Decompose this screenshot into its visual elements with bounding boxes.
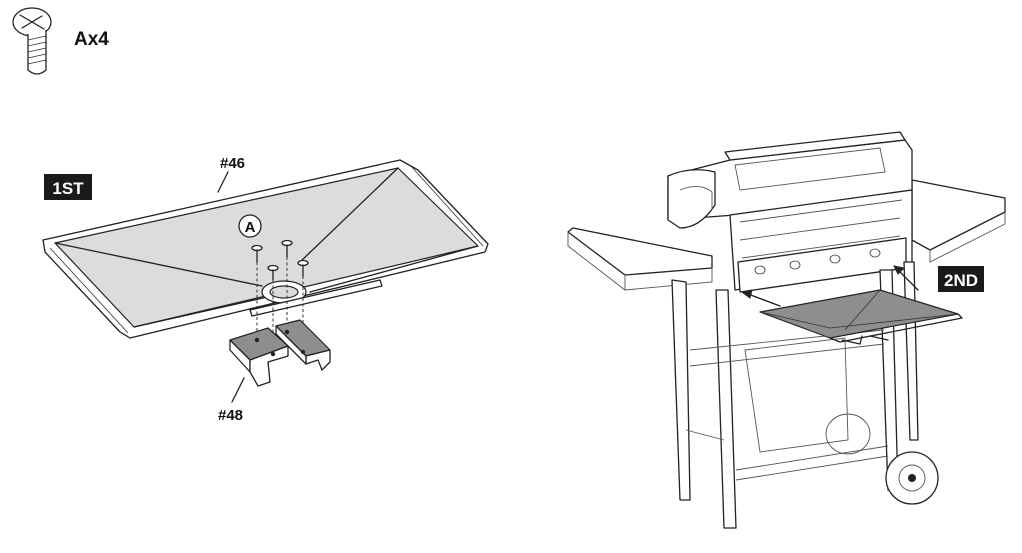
wheel-icon [885,451,939,505]
screws-group [251,239,309,281]
tray-leader-line [217,171,229,193]
step-2-label: 2ND [944,271,978,290]
bracket-leader-line [231,377,245,403]
tray-part-label: #46 [220,155,245,172]
bracket-part-label: #48 [218,407,243,424]
screw-icon [12,7,52,75]
bracket-part-48 [229,319,331,387]
drip-tray-part-46 [42,159,489,339]
svg-text:A: A [245,219,256,236]
step-2-badge: 2ND [938,266,984,292]
hardware-quantity-label: Ax4 [74,29,109,50]
drip-tray-insert [759,289,963,345]
step-1-label: 1ST [52,179,84,198]
grill-illustration [567,131,1006,529]
insert-arrows [740,265,919,307]
screw-callout: A [238,214,262,238]
step-1-badge: 1ST [44,174,92,200]
